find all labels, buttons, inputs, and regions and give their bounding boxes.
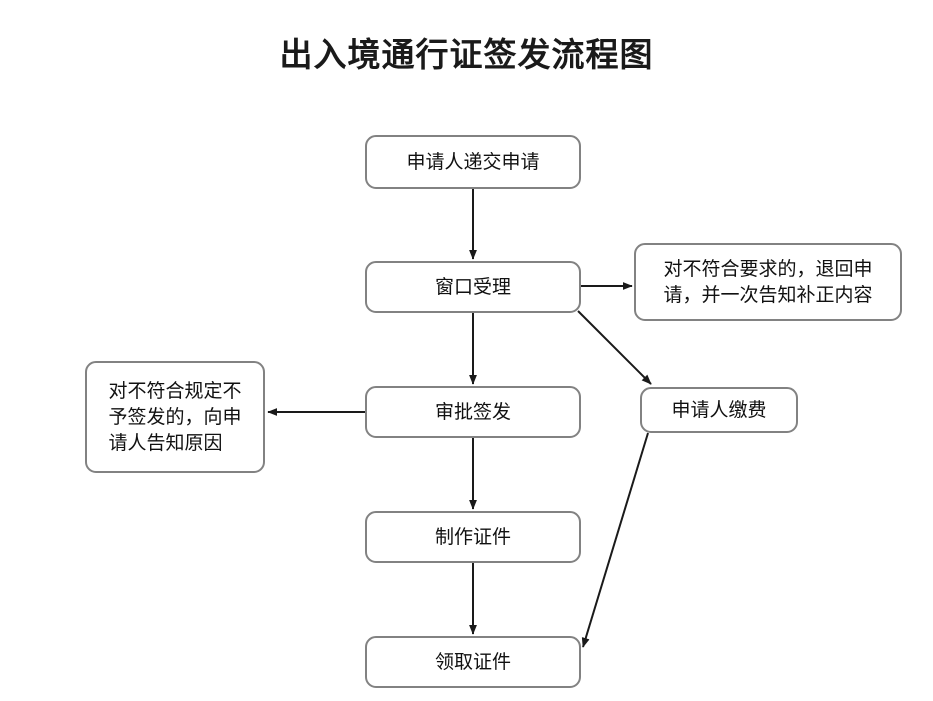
node-applicant-pays-fee[interactable]: 申请人缴费 [640,387,798,433]
page-title: 出入境通行证签发流程图 [279,35,654,74]
edge-accept-to-payment [577,310,652,385]
node-label: 申请人递交申请 [406,150,540,173]
node-window-acceptance[interactable]: 窗口受理 [365,261,581,313]
node-label: 窗口受理 [434,275,511,298]
node-approval-and-issuance[interactable]: 审批签发 [365,386,581,438]
node-label: 制作证件 [434,525,511,548]
edge-payment-to-collect [581,432,649,648]
node-produce-certificate[interactable]: 制作证件 [365,511,581,563]
node-label: 审批签发 [434,400,511,423]
node-label: 领取证件 [434,650,511,673]
node-collect-certificate[interactable]: 领取证件 [365,636,581,688]
node-label: 对不符合规定不 予签发的，向申 请人告知原因 [108,379,242,455]
node-return-application-note[interactable]: 对不符合要求的，退回申 请，并一次告知补正内容 [634,243,902,321]
node-label: 申请人缴费 [671,398,767,421]
node-label: 对不符合要求的，退回申 请，并一次告知补正内容 [663,257,873,306]
node-applicant-submits-application[interactable]: 申请人递交申请 [365,135,581,189]
node-denial-reason-note[interactable]: 对不符合规定不 予签发的，向申 请人告知原因 [85,361,265,473]
